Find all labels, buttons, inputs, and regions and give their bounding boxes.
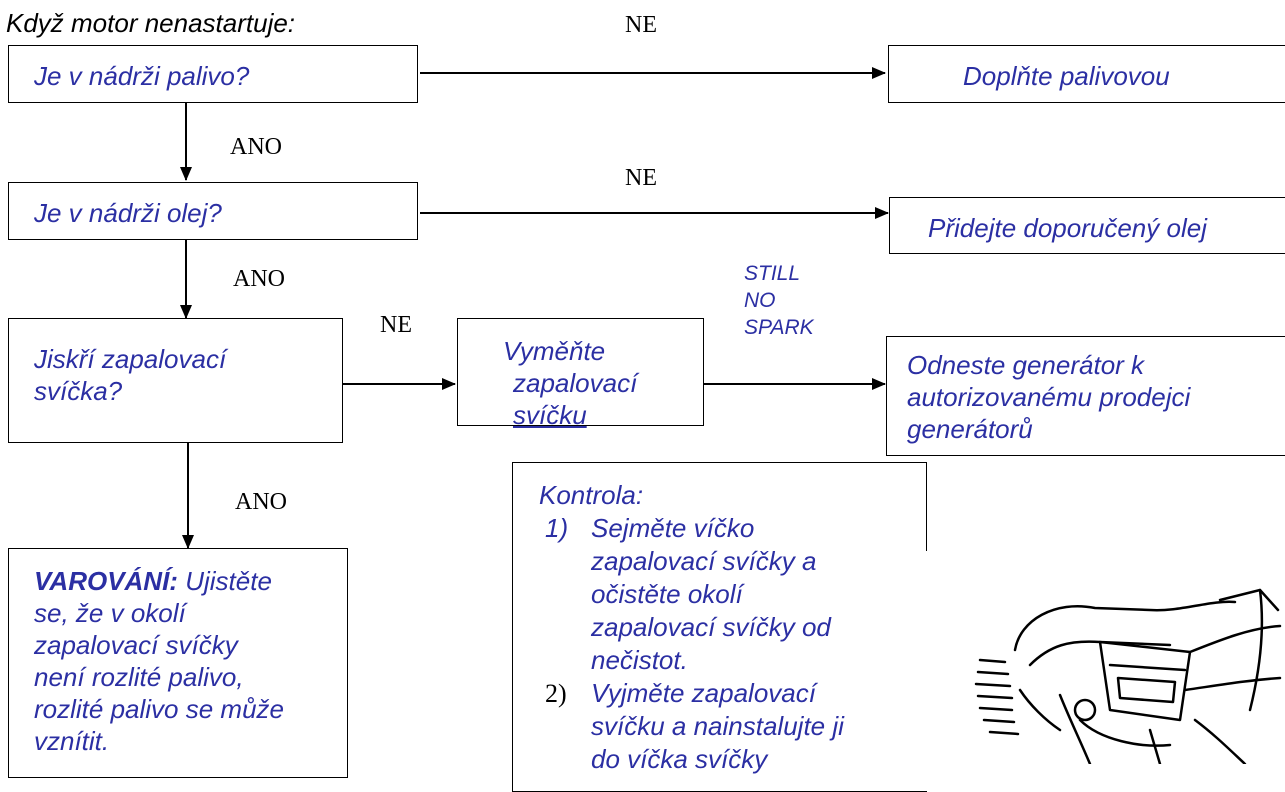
engine-spark-plug-drawing bbox=[974, 588, 1282, 764]
box-oil-action: Přidejte doporučený olej bbox=[889, 197, 1285, 254]
box-spark-question: Jiskří zapalovací svíčka? bbox=[8, 318, 343, 443]
label-still-no-spark: STILL NO SPARK bbox=[744, 262, 814, 339]
flow-connectors bbox=[180, 67, 889, 549]
box-check: Kontrola: 1) Sejměte víčko zapalovací sv… bbox=[512, 462, 927, 792]
label-ne-oil: NE bbox=[625, 165, 657, 191]
label-ano-fuel: ANO bbox=[230, 134, 282, 160]
label-ne-spark: NE bbox=[380, 312, 412, 338]
box-warning: VAROVÁNÍ: Ujistěte se, že v okolí zapalo… bbox=[8, 548, 348, 778]
box-replace-plug: Vyměňte zapalovací svíčku bbox=[457, 318, 704, 430]
box-dealer: Odneste generátor k autorizovanému prode… bbox=[886, 336, 1285, 456]
label-ano-spark: ANO bbox=[235, 489, 287, 515]
box-fuel-action: Doplňte palivovou bbox=[888, 45, 1285, 103]
label-ne-fuel: NE bbox=[625, 12, 657, 38]
page-heading: Když motor nenastartuje: bbox=[6, 8, 296, 38]
box-fuel-question: Je v nádrži palivo? bbox=[8, 45, 418, 103]
box-oil-question: Je v nádrži olej? bbox=[8, 182, 418, 240]
label-ano-oil: ANO bbox=[233, 266, 285, 292]
